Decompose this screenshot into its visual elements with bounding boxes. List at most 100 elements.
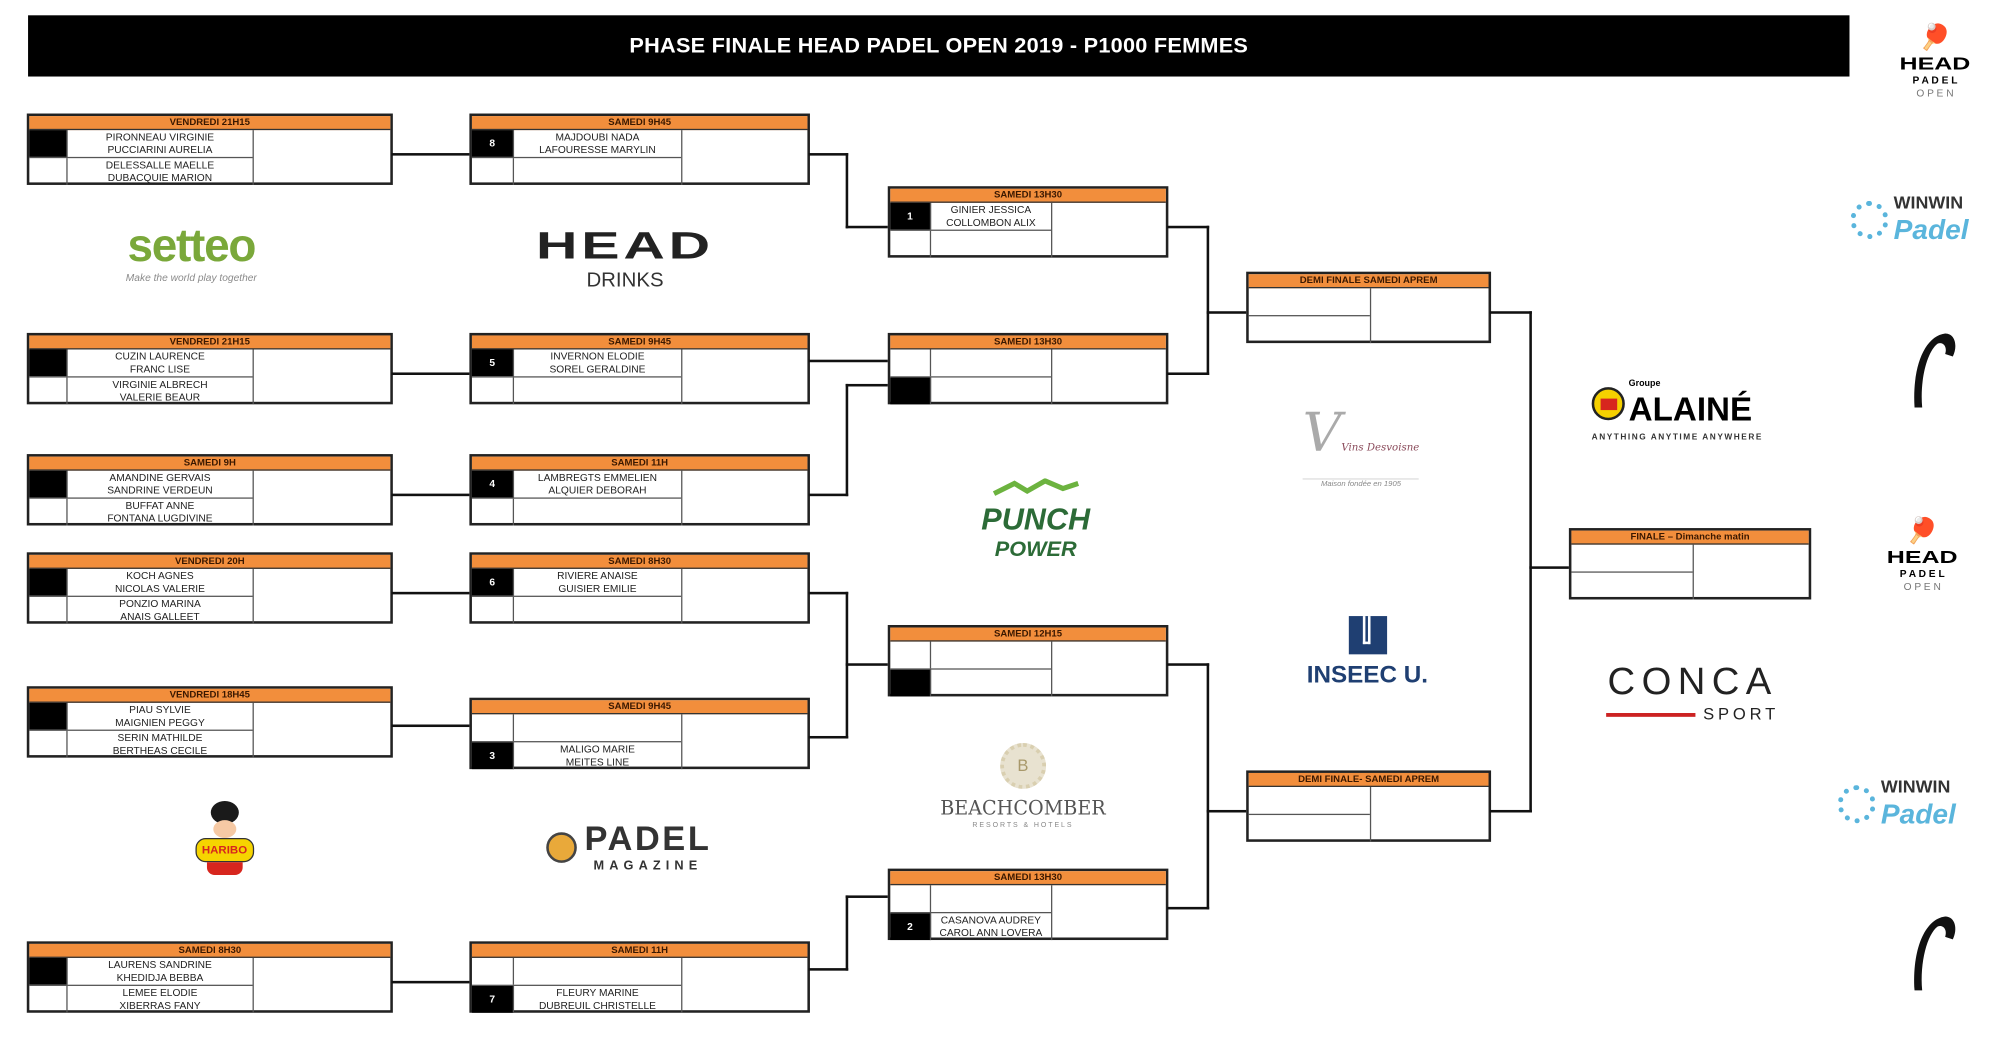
- winwin-ball-icon-2: [1837, 784, 1876, 823]
- player-name: PUCCIARINI AURELIA: [107, 143, 213, 155]
- player-name: PONZIO MARINA: [119, 597, 201, 610]
- team-row: [890, 349, 1051, 377]
- match-schedule: SAMEDI 13H30: [890, 188, 1166, 203]
- player-name: MAJDOUBI NADA: [555, 130, 640, 143]
- seed-cell: [29, 377, 68, 405]
- team-names: [1249, 316, 1370, 343]
- player-name: PIAU SYLVIE: [129, 703, 191, 715]
- player-name: FRANC LISE: [129, 362, 191, 375]
- score-cell: [252, 702, 391, 758]
- score-cell: [681, 714, 807, 770]
- seed-cell: [29, 957, 68, 985]
- player-name: NICOLAS VALERIE: [114, 582, 205, 594]
- score-cell: [1051, 349, 1166, 405]
- score-cell: [252, 349, 391, 405]
- match-schedule: SAMEDI 13H30: [890, 335, 1166, 350]
- team-row: [1249, 288, 1370, 315]
- team-names: [1249, 288, 1370, 315]
- player-name: VALERIE BEAUR: [119, 390, 201, 403]
- alaine-badge-icon: [1591, 386, 1625, 420]
- team-row: [1571, 545, 1692, 572]
- player-name: FONTANA LUGDIVINE: [107, 512, 213, 524]
- player-name: ALQUIER DEBORAH: [548, 484, 647, 496]
- score-cell: [681, 130, 807, 185]
- match-schedule: SAMEDI 11H: [471, 456, 808, 471]
- team-row: [890, 885, 1051, 912]
- team-names: [1249, 815, 1370, 842]
- player-name: BUFFAT ANNE: [125, 499, 195, 511]
- team-names: [1571, 573, 1692, 600]
- player-name: FLEURY MARINE: [556, 986, 639, 999]
- seed-cell: [472, 498, 514, 526]
- score-cell: [1051, 202, 1166, 258]
- match-box: DEMI FINALE SAMEDI APREM: [1246, 271, 1492, 344]
- player-name: SERIN MATHILDE: [117, 731, 203, 743]
- beachcomber-sun-icon: B: [999, 742, 1046, 789]
- player-name: LAMBREGTS EMMELIEN: [537, 471, 657, 483]
- team-names: [931, 670, 1051, 697]
- team-names: [931, 885, 1051, 912]
- team-names: [931, 231, 1051, 258]
- head-padel-open-logo-2: 🏓 HEAD P A D E L O P E N: [1886, 517, 1958, 593]
- player-name: KOCH AGNES: [126, 569, 194, 581]
- team-row: [890, 668, 1052, 697]
- conca-sport-logo: CONCA SPORT: [1606, 660, 1780, 724]
- player-name: MAIGNIEN PEGGY: [115, 716, 205, 728]
- team-names: [931, 349, 1051, 376]
- punch-power-arrow-icon: [992, 478, 1079, 496]
- player-name: LAFOURESSE MARYLIN: [539, 143, 656, 155]
- vins-logo: VVins Desvoisne Maison fondée en 1905: [1302, 401, 1420, 491]
- player-name: ANAIS GALLEET: [120, 610, 200, 622]
- player-name: LEMEE ELODIE: [122, 986, 198, 999]
- head-emblem-icon-2: [1907, 911, 1958, 1002]
- player-name: KHEDIDJA BEBBA: [116, 971, 204, 983]
- player-name: BERTHEAS CECILE: [112, 744, 208, 756]
- team-row: [471, 376, 682, 405]
- beachcomber-logo: B BEACHCOMBER RESORTS & HOTELS: [940, 742, 1106, 831]
- player-name: CASANOVA AUDREY: [940, 913, 1041, 926]
- player-name: CUZIN LAURENCE: [115, 350, 205, 362]
- seed-cell: [472, 377, 514, 405]
- score-cell: [1369, 786, 1489, 842]
- team-row: [890, 229, 1052, 258]
- seed-cell: [29, 568, 68, 596]
- match-schedule: VENDREDI 21H15: [29, 335, 391, 350]
- page-title: PHASE FINALE HEAD PADEL OPEN 2019 - P100…: [28, 15, 1850, 77]
- punch-power-logo: PUNCH POWER: [981, 478, 1090, 562]
- seed-cell: 4: [471, 470, 514, 498]
- score-cell: [681, 349, 807, 405]
- team-names: [931, 378, 1051, 405]
- match-schedule: SAMEDI 11H: [471, 943, 808, 958]
- team-row: [890, 376, 1052, 405]
- match-schedule: VENDREDI 20H: [29, 554, 391, 569]
- team-row: [890, 641, 1051, 669]
